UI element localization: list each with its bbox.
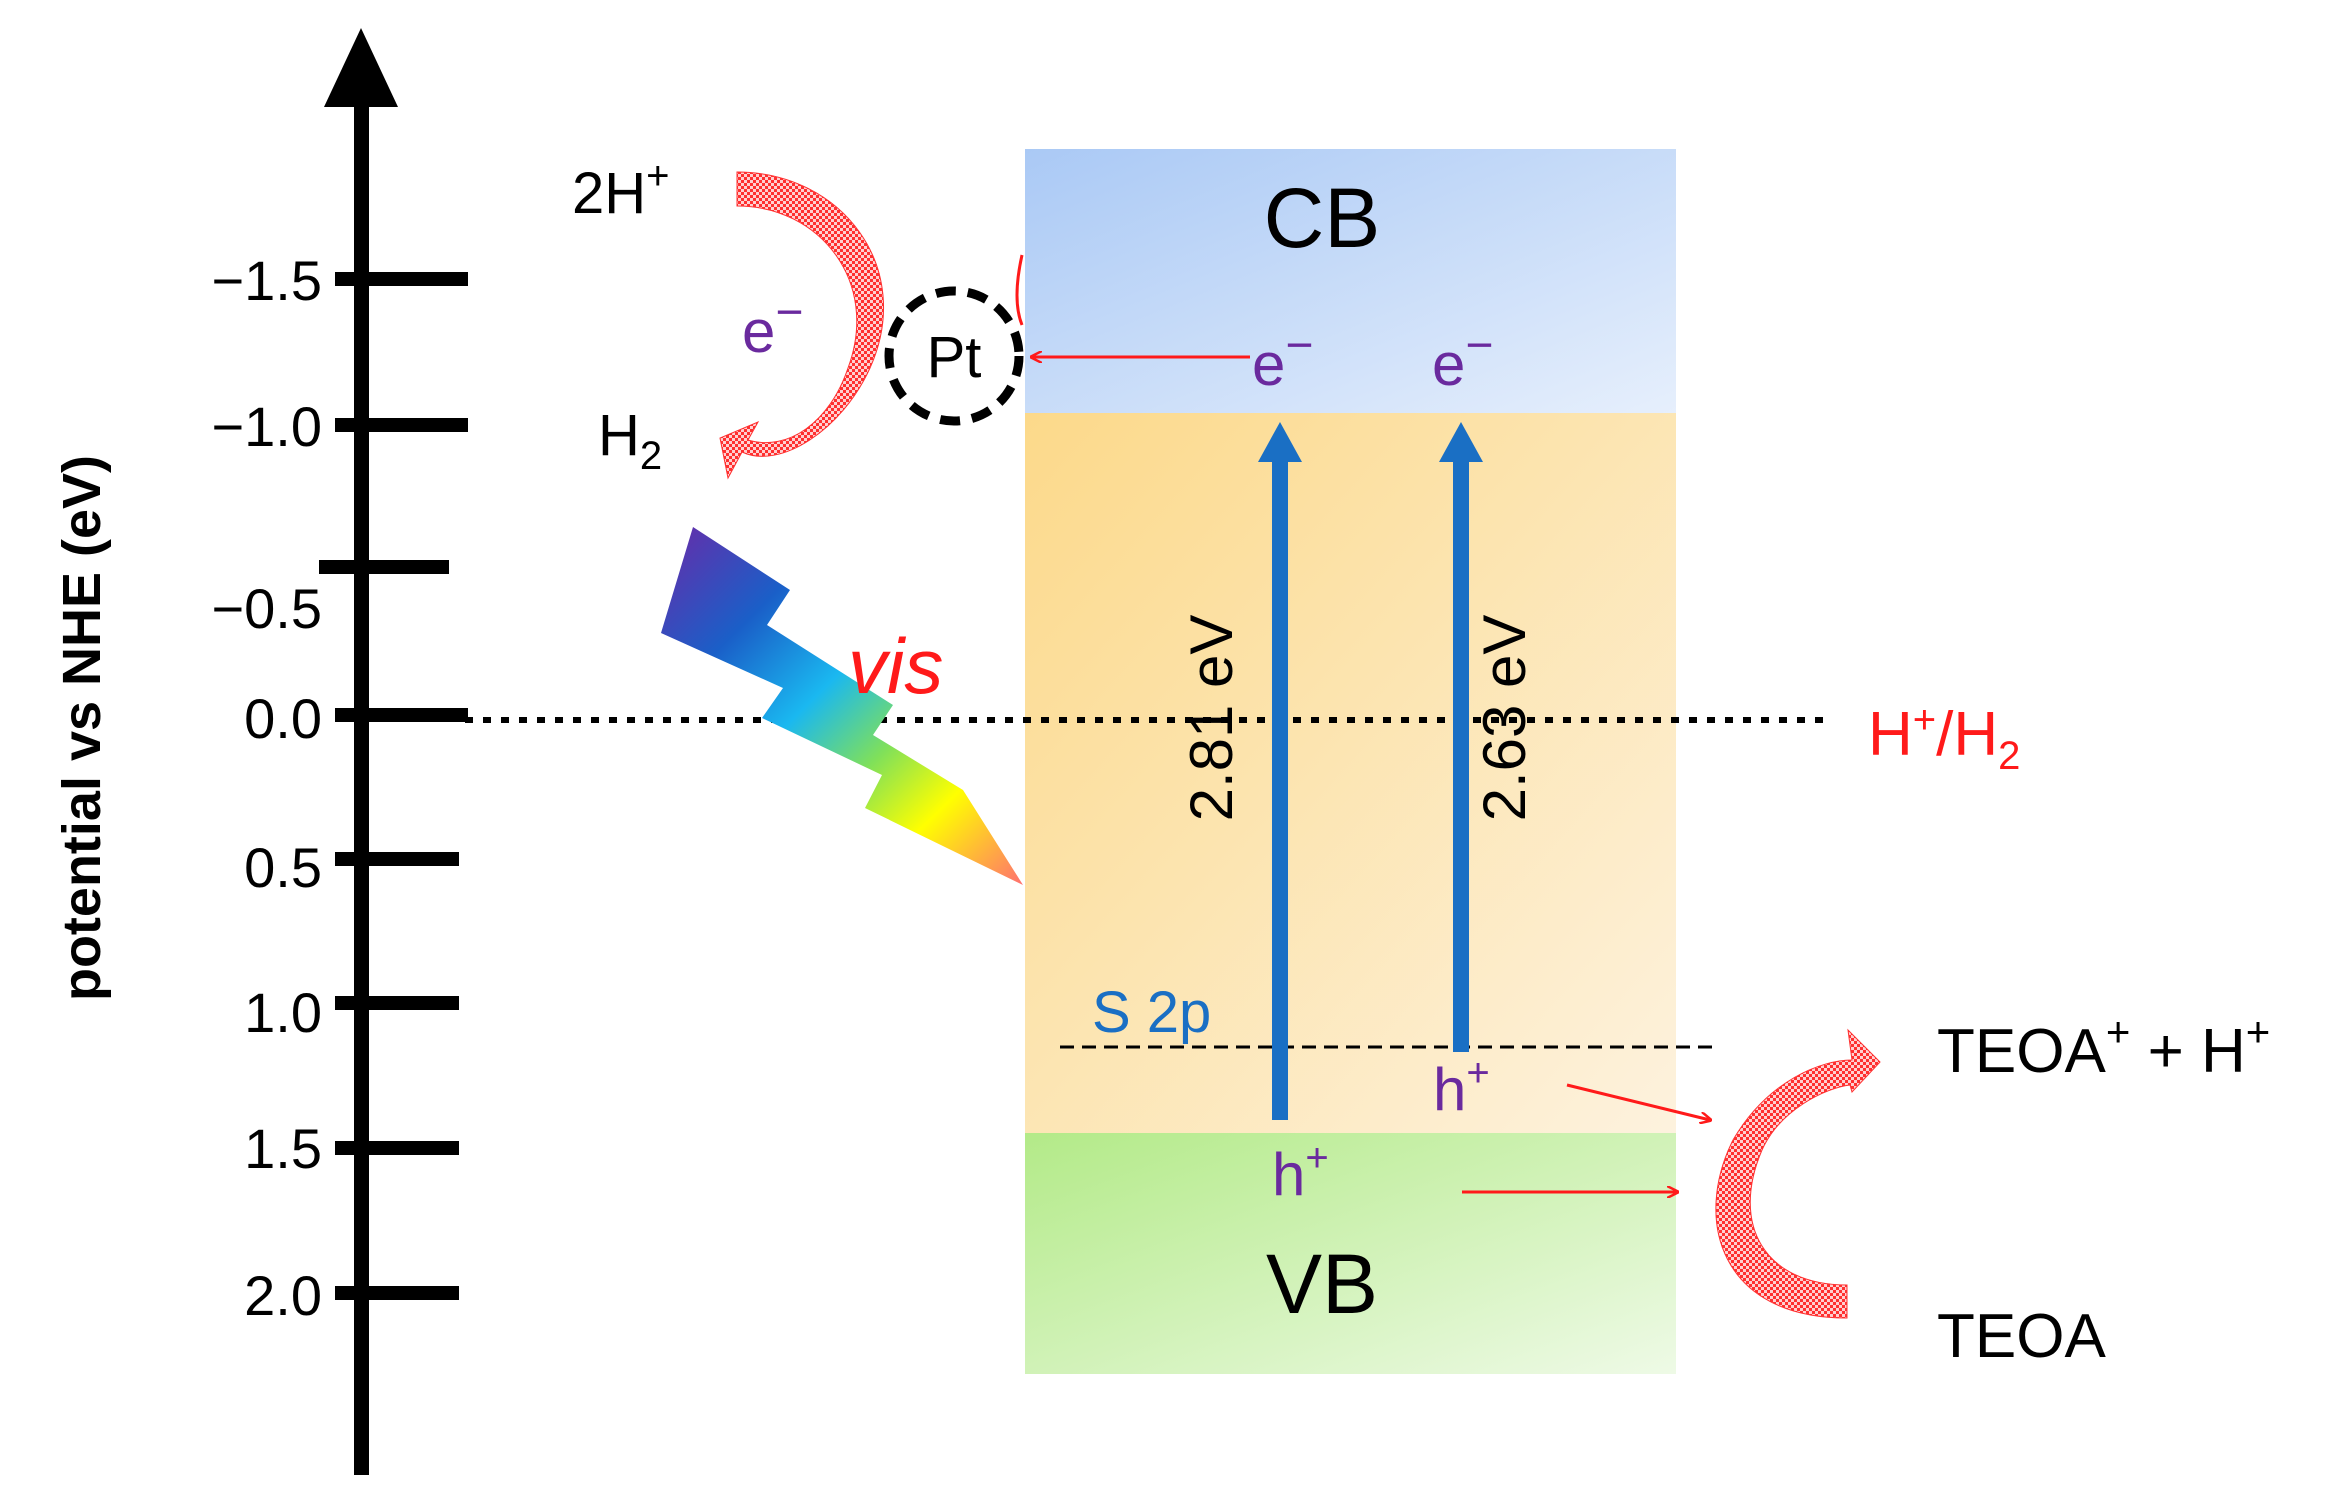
gap-label-2-81: 2.81 eV bbox=[1178, 615, 1245, 822]
conduction-band bbox=[1025, 149, 1676, 413]
potential-axis bbox=[319, 28, 468, 1475]
visible-light-bolt bbox=[661, 527, 1023, 885]
tick-label: −1.5 bbox=[211, 249, 322, 312]
tick-mark bbox=[335, 708, 468, 722]
proton-reactant-label: 2H+ bbox=[572, 154, 670, 226]
reduction-curved-arrow bbox=[719, 171, 885, 480]
excitation-arrow-2 bbox=[1439, 422, 1483, 1052]
vb-label: VB bbox=[1266, 1237, 1378, 1331]
electron-label-1: e− bbox=[1252, 319, 1313, 398]
tick-mark bbox=[335, 418, 468, 432]
hole-label-1: h+ bbox=[1272, 1136, 1329, 1208]
pt-particle bbox=[884, 286, 1024, 426]
tick-label: 0.5 bbox=[244, 836, 322, 899]
tick-mark bbox=[335, 272, 468, 286]
tick-mark bbox=[335, 996, 459, 1010]
excitation-arrow-1 bbox=[1258, 422, 1302, 1120]
h2-product-label: H2 bbox=[598, 403, 662, 478]
teoa-oxidized-label: TEOA+ + H+ bbox=[1937, 1008, 2270, 1086]
tick-label: 2.0 bbox=[244, 1264, 322, 1327]
axis-title: potential vs NHE (eV) bbox=[52, 455, 112, 1001]
gap-label-2-63: 2.63 eV bbox=[1471, 615, 1538, 822]
h-plus-h2-label: H+/H2 bbox=[1868, 698, 2020, 778]
tick-label: 1.5 bbox=[244, 1117, 322, 1180]
hole-label-2: h+ bbox=[1433, 1051, 1490, 1123]
valence-band bbox=[1025, 1133, 1676, 1374]
pt-label: Pt bbox=[927, 325, 982, 390]
pt-electron-label: e− bbox=[742, 286, 803, 365]
electron-label-2: e− bbox=[1432, 319, 1493, 398]
vis-label: vis bbox=[848, 622, 943, 710]
hole-transfer-arrow-1 bbox=[1566, 1083, 1710, 1120]
teoa-label: TEOA bbox=[1937, 1302, 2106, 1371]
oxidation-curved-arrow bbox=[1715, 1028, 1881, 1319]
tick-label: −0.5 bbox=[211, 577, 322, 640]
tick-mark bbox=[335, 852, 459, 866]
tick-label: −1.0 bbox=[211, 395, 322, 458]
tick-label: 0.0 bbox=[244, 687, 322, 750]
tick-mark bbox=[335, 1141, 459, 1155]
tick-mark bbox=[319, 560, 449, 574]
s2p-label: S 2p bbox=[1092, 980, 1211, 1045]
tick-label: 1.0 bbox=[244, 981, 322, 1044]
band-gap-region bbox=[1025, 413, 1676, 1133]
pt-contact-arc bbox=[1015, 254, 1024, 326]
cb-label: CB bbox=[1264, 171, 1381, 265]
tick-mark bbox=[335, 1286, 459, 1300]
